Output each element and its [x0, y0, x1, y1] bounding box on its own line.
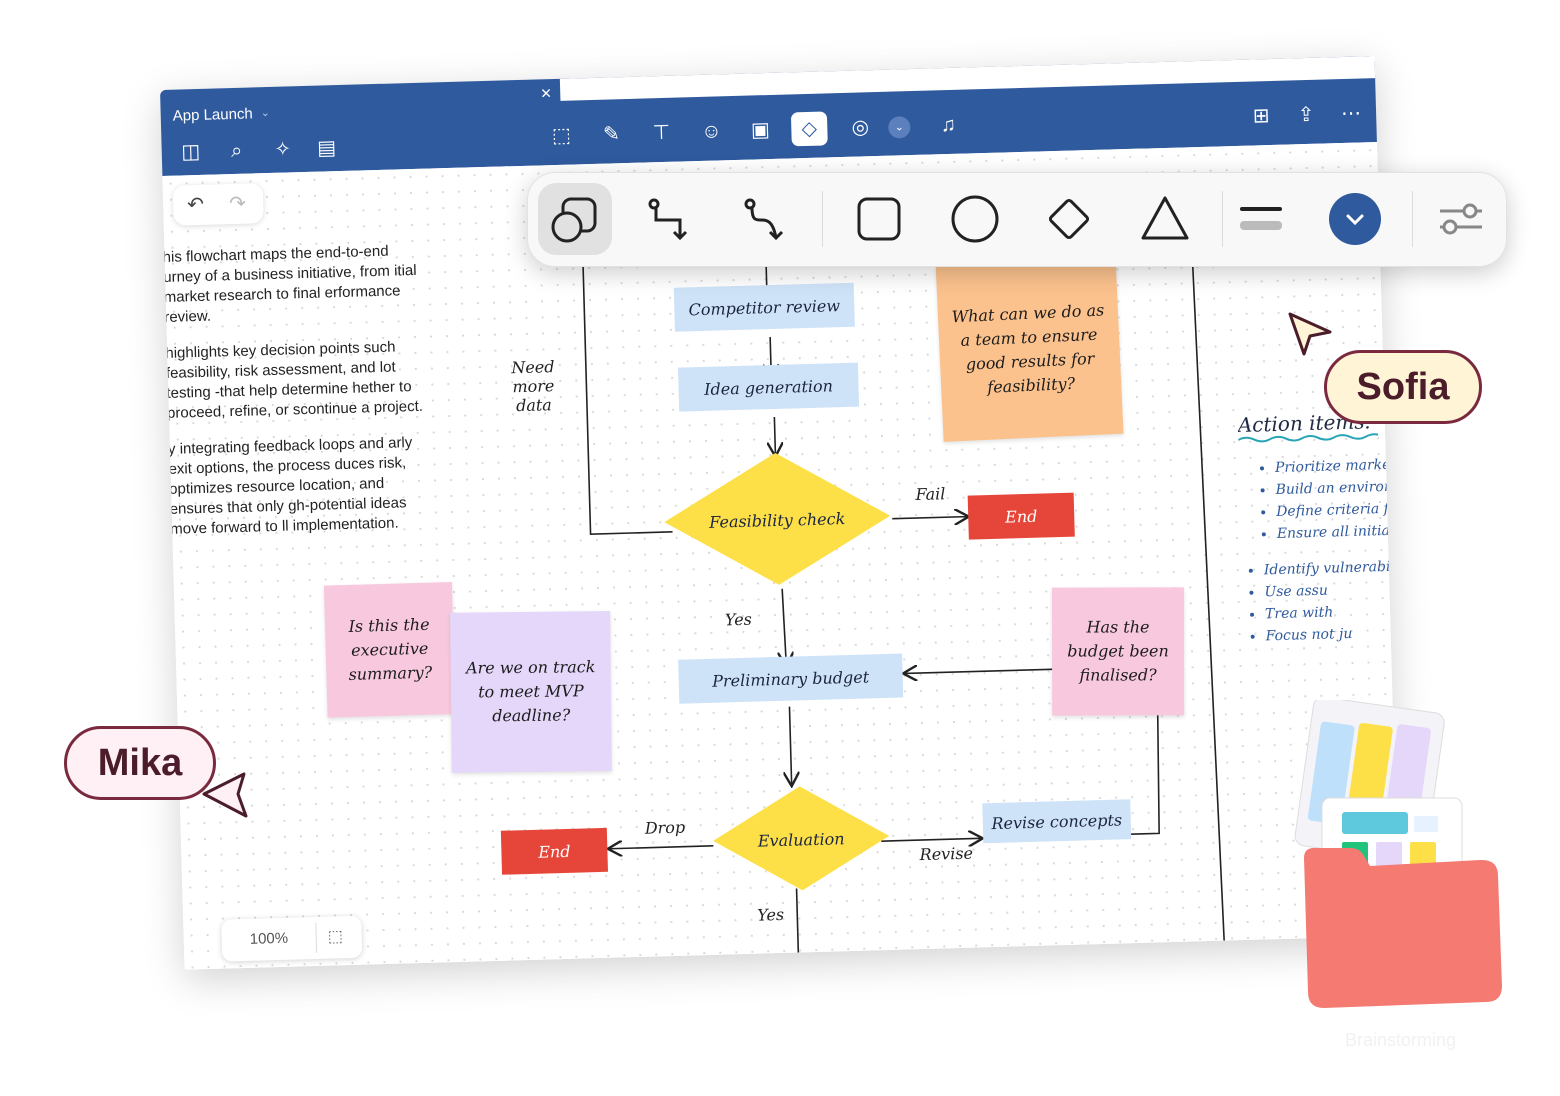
cursor-icon — [202, 772, 248, 818]
evaluation-label: Evaluation — [757, 828, 845, 851]
app-window: App Launch ⌄ ✕ ◫ ⌕ ✧ ▤ ⬚ ✎ ⊤ ☺ ▣ ◇ ◎ ⌄ ♫… — [160, 56, 1400, 970]
document-title[interactable]: App Launch — [172, 105, 254, 125]
folder-label: Brainstorming — [1345, 1030, 1457, 1050]
toolbar-divider — [1222, 191, 1223, 247]
shapes-icon[interactable] — [538, 183, 612, 255]
fit-to-screen-icon[interactable]: ⬚ — [327, 928, 344, 946]
title-underline — [1238, 433, 1379, 443]
shapes-icon[interactable]: ◇ — [790, 111, 828, 147]
action-item[interactable]: Identify vulnerabilitie impact out — [1264, 556, 1399, 582]
zoom-control: 100% ⬚ — [221, 915, 363, 962]
action-item[interactable]: Focus not ju — [1265, 621, 1399, 647]
elbow-connector-icon[interactable] — [632, 183, 706, 255]
title-chevron-icon[interactable]: ⌄ — [260, 106, 271, 120]
toolbar-divider — [822, 191, 823, 247]
competitor-review-node[interactable]: Competitor review — [673, 282, 855, 332]
select-icon[interactable]: ⬚ — [551, 124, 572, 148]
chevron-down-icon[interactable]: ⌄ — [888, 116, 911, 139]
folder-icon[interactable] — [1290, 700, 1510, 1020]
notes-icon[interactable]: ▤ — [316, 137, 337, 160]
sticky-note-orange[interactable]: What can we do as a team to ensure good … — [935, 257, 1124, 442]
preliminary-budget-node[interactable]: Preliminary budget — [678, 653, 904, 704]
new-page-icon[interactable]: ⊞ — [1252, 105, 1270, 128]
need-more-data-label: Need more data — [511, 357, 555, 416]
line-style-icon[interactable] — [1224, 183, 1298, 255]
image-icon[interactable]: ▣ — [750, 118, 771, 142]
triangle-icon[interactable] — [1128, 183, 1202, 255]
fail-label: Fail — [915, 484, 946, 505]
lasso-icon[interactable]: ◎ — [851, 116, 870, 139]
sticky-note-lavender[interactable]: Are we on track to meet MVP deadline? — [450, 611, 612, 773]
feasibility-diamond[interactable] — [662, 450, 892, 588]
sticky-note-pink-right[interactable]: Has the budget been finalised? — [1051, 587, 1185, 716]
end-node-2[interactable]: End — [500, 827, 609, 875]
yes-label: Yes — [724, 609, 753, 630]
flow-connectors — [582, 242, 1225, 953]
more-icon[interactable]: ⋯ — [1340, 102, 1362, 126]
zoom-divider — [315, 922, 318, 953]
circle-icon[interactable] — [938, 183, 1012, 255]
curved-connector-icon[interactable] — [728, 183, 802, 255]
zoom-level[interactable]: 100% — [249, 929, 289, 948]
revise-label: Revise — [919, 843, 974, 865]
square-icon[interactable] — [842, 183, 916, 255]
settings-sliders-icon[interactable] — [1424, 183, 1498, 255]
sticker-icon[interactable]: ☺ — [700, 120, 722, 143]
cursor-icon — [1288, 312, 1332, 356]
evaluation-diamond[interactable] — [712, 784, 891, 893]
pen-icon[interactable]: ✎ — [602, 123, 621, 146]
sidebar-icon[interactable]: ◫ — [180, 140, 201, 164]
toolbar-divider — [1412, 191, 1413, 247]
magic-icon[interactable]: ✧ — [274, 138, 292, 161]
close-icon[interactable]: ✕ — [540, 85, 553, 102]
diamond-icon[interactable] — [1032, 183, 1106, 255]
action-items-panel: Action items: Prioritize marke committin… — [1237, 410, 1399, 648]
end-node-1[interactable]: End — [967, 492, 1075, 540]
yes-label: Yes — [757, 904, 785, 925]
action-item[interactable]: Ensure all initiat budgets and RO — [1277, 519, 1399, 545]
audio-icon[interactable]: ♫ — [940, 113, 957, 137]
collaborator-tag-mika: Mika — [64, 726, 216, 800]
search-icon[interactable]: ⌕ — [230, 139, 243, 163]
collaborator-tag-sofia: Sofia — [1324, 350, 1482, 424]
revise-concepts-node[interactable]: Revise concepts — [982, 799, 1132, 844]
sticky-note-pink-left[interactable]: Is this the executive summary? — [323, 582, 456, 718]
text-box-icon[interactable]: ⊤ — [652, 121, 671, 145]
whiteboard-canvas[interactable]: ↶ ↷ his flowchart maps the end-to-end ur… — [162, 142, 1400, 970]
idea-generation-node[interactable]: Idea generation — [677, 362, 860, 412]
color-picker-icon[interactable] — [1318, 183, 1392, 255]
tab-strip-background — [559, 56, 1376, 101]
feasibility-check-label: Feasibility check — [708, 508, 846, 532]
shape-toolbar — [527, 172, 1507, 267]
share-icon[interactable]: ⇪ — [1297, 103, 1315, 127]
drop-label: Drop — [644, 817, 686, 838]
